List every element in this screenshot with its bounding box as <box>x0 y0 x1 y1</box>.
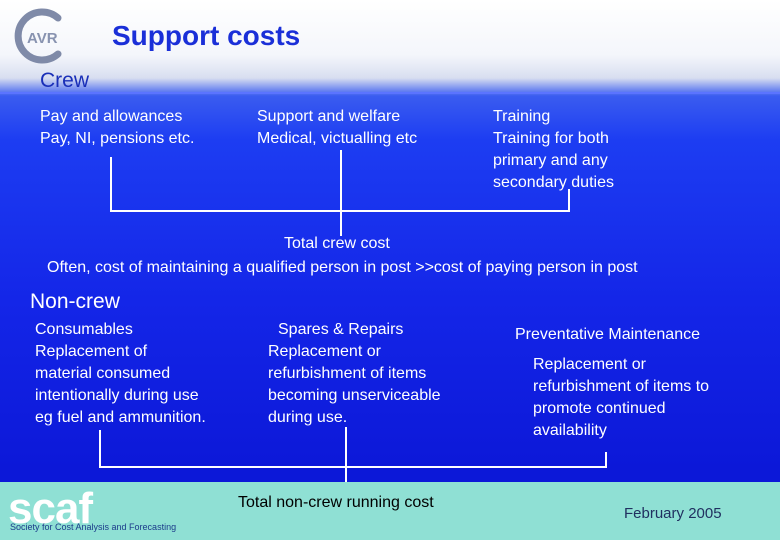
noncrew-item-desc-line: Replacement or <box>533 356 646 373</box>
noncrew-connector-bar <box>99 466 607 468</box>
noncrew-item-desc-line: refurbishment of items <box>268 365 427 382</box>
crew-item-training: Training Training for both primary and a… <box>493 106 614 194</box>
noncrew-item-title: Preventative Maintenance <box>515 326 700 343</box>
noncrew-connector-left <box>99 430 101 468</box>
crew-item-desc-line: primary and any <box>493 152 608 169</box>
noncrew-item-consumables: Consumables Replacement of material cons… <box>35 319 206 429</box>
noncrew-item-desc-line: intentionally during use <box>35 387 199 404</box>
noncrew-item-desc-line: refurbishment of items to <box>533 378 710 395</box>
page-title: Support costs <box>112 20 301 51</box>
crew-item-title: Support and welfare <box>257 108 401 125</box>
noncrew-item-desc-line: becoming unserviceable <box>268 387 441 404</box>
noncrew-item-desc-line: promote continued <box>533 400 666 417</box>
crew-connector-right <box>568 189 570 212</box>
noncrew-item-desc-line: during use. <box>268 409 348 426</box>
crew-connector-bar <box>110 210 570 212</box>
noncrew-item-spares: Spares & Repairs Replacement or refurbis… <box>268 319 441 429</box>
noncrew-item-maintenance: Preventative Maintenance Replacement or … <box>515 324 709 442</box>
noncrew-connector-right <box>605 452 607 468</box>
noncrew-heading: Non-crew <box>30 290 120 313</box>
total-crew-cost: Total crew cost <box>284 235 390 252</box>
crew-item-desc-line: secondary duties <box>493 174 614 191</box>
cavr-logo-icon: AVR <box>14 8 62 64</box>
footer-date: February 2005 <box>624 505 722 522</box>
crew-connector-left <box>110 157 112 212</box>
noncrew-item-title: Consumables <box>35 321 133 338</box>
noncrew-item-title: Spares & Repairs <box>278 321 404 338</box>
crew-item-pay: Pay and allowances Pay, NI, pensions etc… <box>40 106 194 150</box>
header-divider <box>0 92 780 94</box>
noncrew-item-desc-line: Replacement or <box>268 343 381 360</box>
crew-item-desc-line: Training for both <box>493 130 609 147</box>
noncrew-item-desc-line: availability <box>533 422 607 439</box>
scaf-logo-subtitle: Society for Cost Analysis and Forecastin… <box>10 522 177 532</box>
crew-item-desc: Pay, NI, pensions etc. <box>40 130 195 147</box>
crew-item-support: Support and welfare Medical, victualling… <box>257 106 417 150</box>
noncrew-item-desc-line: eg fuel and ammunition. <box>35 409 206 426</box>
crew-item-title: Pay and allowances <box>40 108 183 125</box>
svg-text:AVR: AVR <box>27 30 58 47</box>
footer-band <box>0 482 780 540</box>
crew-heading: Crew <box>40 69 90 92</box>
scaf-logo: scaf <box>8 484 93 533</box>
crew-item-desc: Medical, victualling etc <box>257 130 418 147</box>
total-noncrew-cost: Total non-crew running cost <box>238 494 434 511</box>
noncrew-item-desc-line: Replacement of <box>35 343 148 360</box>
noncrew-connector-center <box>345 427 347 491</box>
noncrew-item-desc-line: material consumed <box>35 365 171 382</box>
crew-connector-center <box>340 150 342 236</box>
total-crew-note: Often, cost of maintaining a qualified p… <box>47 259 638 276</box>
crew-item-title: Training <box>493 108 551 125</box>
